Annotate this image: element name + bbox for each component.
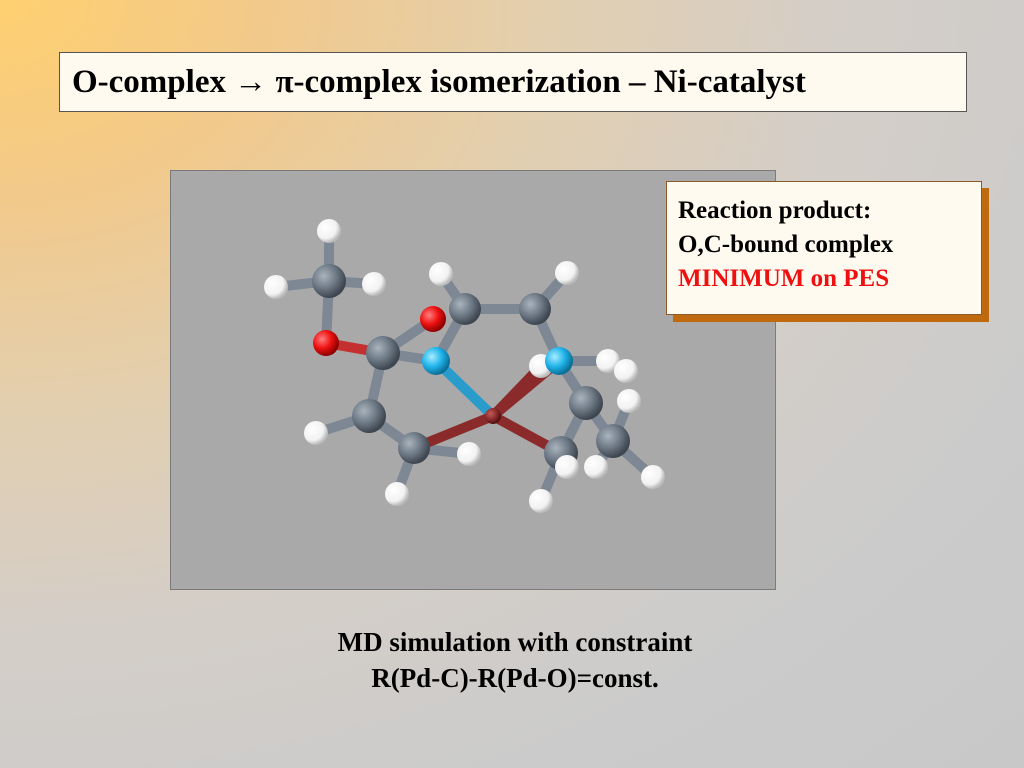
nitrogen-atom [545,347,573,375]
hydrogen-atom [614,359,638,383]
carbon-atom [398,432,430,464]
carbon-atom [366,336,400,370]
metal-atom [485,408,501,424]
product-complex-type: O,C-bound complex [678,231,894,258]
hydrogen-atom [304,421,328,445]
hydrogen-atom [641,465,665,489]
hydrogen-atom [555,261,579,285]
hydrogen-atom [596,349,620,373]
hydrogen-atom [584,455,608,479]
hydrogen-atom [529,489,553,513]
hydrogen-atom [555,455,579,479]
hydrogen-atom [429,262,453,286]
nitrogen-atom [422,347,450,375]
carbon-atom [352,399,386,433]
product-label: Reaction product: [678,197,872,224]
molecule-model [264,219,665,513]
atoms [264,219,665,513]
slide-title: O-complex → π-complex isomerization – Ni… [72,63,806,100]
caption-line-2: R(Pd-C)-R(Pd-O)=const. [371,663,659,693]
hydrogen-atom [385,482,409,506]
minimum-on-pes-label: MINIMUM on PES [678,265,890,292]
oxygen-atom [313,330,339,356]
hydrogen-atom [362,272,386,296]
carbon-atom [449,293,481,325]
caption-line-1: MD simulation with constraint [337,627,693,657]
simulation-caption: MD simulation with constraint R(Pd-C)-R(… [200,624,830,696]
hydrogen-atom [264,275,288,299]
carbon-atom [312,264,346,298]
carbon-atom [569,386,603,420]
hydrogen-atom [457,442,481,466]
carbon-atom [596,424,630,458]
reaction-product-callout: Reaction product: O,C-bound complex MINI… [666,181,982,315]
oxygen-atom [420,306,446,332]
carbon-atom [519,293,551,325]
hydrogen-atom [617,389,641,413]
hydrogen-atom [317,219,341,243]
slide-title-box: O-complex → π-complex isomerization – Ni… [59,52,967,112]
